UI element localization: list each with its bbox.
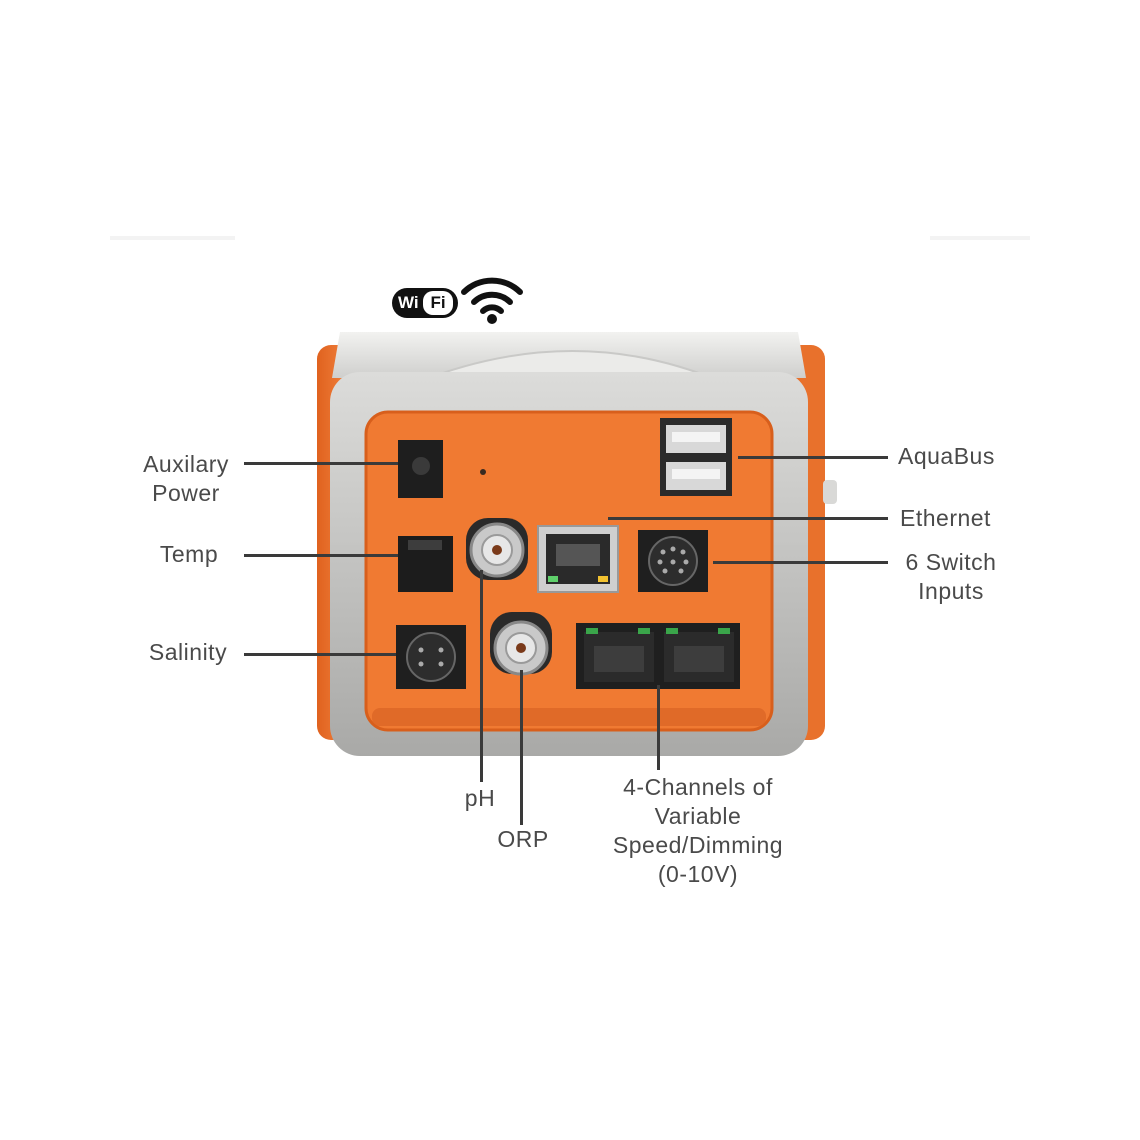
wifi-badge-left-text: Wi <box>398 293 419 312</box>
aquabus-label-text: AquaBus <box>898 443 995 469</box>
ph-callout-line <box>480 570 483 782</box>
ph-label: pH <box>450 784 510 813</box>
orp-label-text: ORP <box>497 826 549 852</box>
ethernet-label: Ethernet <box>900 504 1020 533</box>
switch-inputs-label-line-1: 6 Switch <box>905 549 997 575</box>
aquabus-label: AquaBus <box>898 442 1018 471</box>
auxiliary-power-label-line-1: Auxilary <box>143 451 229 477</box>
wifi-badge-right-text: Fi <box>423 291 453 315</box>
ph-label-text: pH <box>464 785 496 811</box>
temp-callout-line <box>244 554 398 557</box>
temp-label-text: Temp <box>159 541 219 567</box>
orp-callout-line <box>520 670 523 825</box>
variable-speed-label: 4-Channels of Variable Speed/Dimming (0-… <box>588 773 808 889</box>
salinity-callout-line <box>244 653 396 656</box>
switch-inputs-callout-line <box>713 561 888 564</box>
salinity-label: Salinity <box>132 638 244 667</box>
salinity-label-text: Salinity <box>148 639 228 665</box>
wifi-badge: Wi Fi <box>392 288 458 318</box>
variable-speed-label-line-2: Variable <box>654 803 742 829</box>
variable-speed-label-line-4: (0-10V) <box>657 861 739 887</box>
aux-power-callout-line <box>244 462 398 465</box>
auxiliary-power-label-line-2: Power <box>152 480 220 506</box>
variable-speed-callout-line <box>657 685 660 770</box>
auxiliary-power-label: Auxilary Power <box>130 450 242 508</box>
aquabus-callout-line <box>738 456 888 459</box>
wifi-signal-icon <box>461 277 523 324</box>
orp-label: ORP <box>486 825 560 854</box>
switch-inputs-label: 6 Switch Inputs <box>895 548 1007 606</box>
ethernet-callout-line <box>608 517 888 520</box>
temp-label: Temp <box>140 540 238 569</box>
switch-inputs-label-line-2: Inputs <box>918 578 984 604</box>
variable-speed-label-line-1: 4-Channels of <box>623 774 773 800</box>
ethernet-label-text: Ethernet <box>900 505 991 531</box>
variable-speed-label-line-3: Speed/Dimming <box>612 832 784 858</box>
